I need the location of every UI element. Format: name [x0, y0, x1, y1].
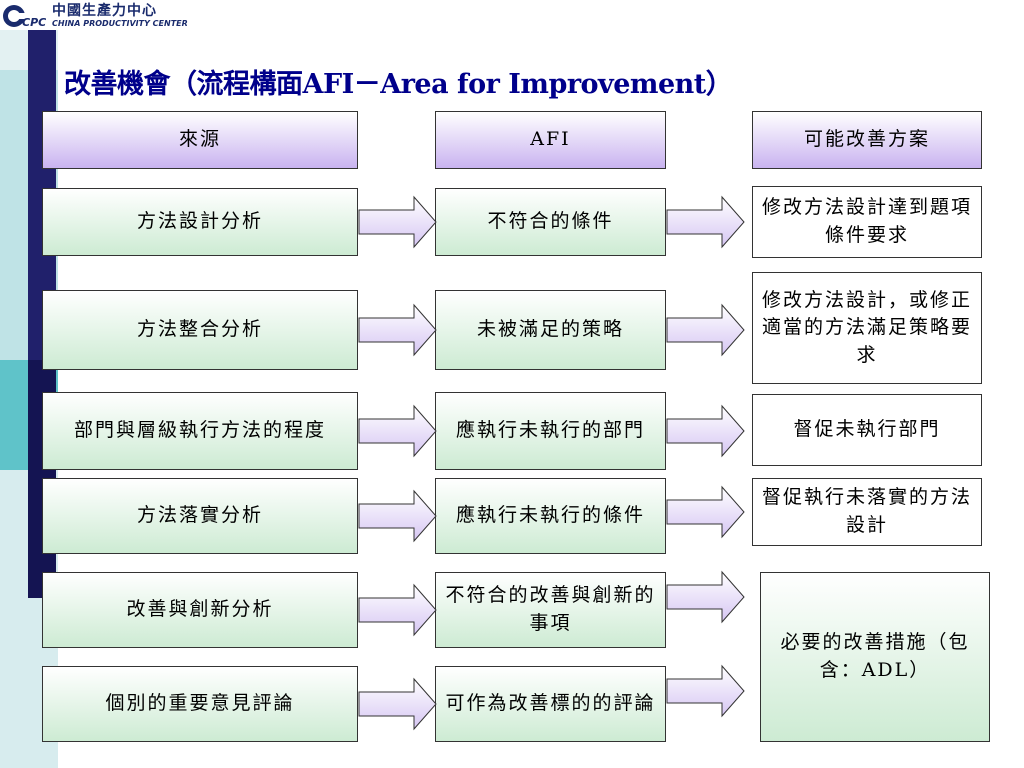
arrow-right-icon — [358, 677, 437, 731]
arrow-right-icon — [666, 404, 745, 458]
arrow-right-icon — [358, 489, 437, 543]
source-cell-6: 個別的重要意見評論 — [42, 666, 358, 742]
logo-name-en: CHINA PRODUCTIVITY CENTER — [52, 19, 188, 28]
logo: CPC 中國生產力中心 CHINA PRODUCTIVITY CENTER — [0, 0, 200, 34]
afi-cell-4: 應執行未執行的條件 — [435, 478, 666, 554]
logo-name-zh: 中國生產力中心 — [52, 3, 157, 19]
afi-cell-6: 可作為改善標的的評論 — [435, 666, 666, 742]
header-source: 來源 — [42, 111, 358, 169]
arrow-right-icon — [358, 583, 437, 637]
arrow-right-icon — [358, 303, 437, 357]
arrow-right-icon — [666, 485, 745, 539]
arrow-right-icon — [666, 570, 745, 624]
source-cell-5: 改善與創新分析 — [42, 572, 358, 648]
arrow-right-icon — [666, 195, 745, 249]
source-cell-4: 方法落實分析 — [42, 478, 358, 554]
afi-cell-2: 未被滿足的策略 — [435, 290, 666, 370]
afi-cell-1: 不符合的條件 — [435, 188, 666, 256]
source-cell-3: 部門與層級執行方法的程度 — [42, 392, 358, 470]
arrow-right-icon — [666, 664, 745, 718]
afi-cell-3: 應執行未執行的部門 — [435, 392, 666, 470]
arrow-right-icon — [358, 404, 437, 458]
logo-mark-text: CPC — [22, 16, 46, 29]
header-afi: AFI — [435, 111, 666, 169]
cpc-logo-icon: CPC — [3, 5, 46, 29]
option-cell-1: 修改方法設計達到題項條件要求 — [752, 186, 982, 258]
header-options: 可能改善方案 — [752, 111, 982, 169]
option-cell-2: 修改方法設計，或修正適當的方法滿足策略要求 — [752, 272, 982, 384]
arrow-right-icon — [358, 195, 437, 249]
source-cell-1: 方法設計分析 — [42, 188, 358, 256]
source-cell-2: 方法整合分析 — [42, 290, 358, 370]
arrow-right-icon — [666, 303, 745, 357]
afi-cell-5: 不符合的改善與創新的事項 — [435, 572, 666, 648]
option-cell-4: 督促執行未落實的方法設計 — [752, 478, 982, 546]
option-cell-merged: 必要的改善措施（包含：ADL） — [760, 572, 990, 742]
option-cell-3: 督促未執行部門 — [752, 394, 982, 466]
page-title: 改善機會（流程構面AFI－Area for Improvement） — [64, 69, 733, 100]
